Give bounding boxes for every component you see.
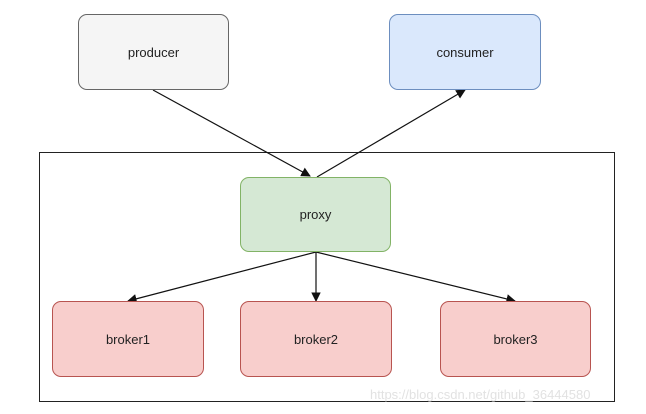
proxy-node: proxy [240,177,391,252]
broker2-label: broker2 [293,331,339,347]
cluster-boundary [39,152,615,402]
producer-label: producer [127,44,180,60]
consumer-label: consumer [436,44,494,60]
broker2-node: broker2 [240,301,392,377]
producer-node: producer [78,14,229,90]
proxy-label: proxy [299,207,332,222]
edge-proxy-to-broker1 [127,251,317,304]
consumer-node: consumer [389,14,541,90]
broker3-label: broker3 [493,331,538,347]
edge-producer-to-proxy [152,89,311,177]
watermark-text: https://blog.csdn.net/github_36444580 [370,387,591,402]
broker3-node: broker3 [440,301,591,377]
edge-proxy-to-broker3 [315,251,516,304]
edge-proxy-to-consumer [316,89,466,178]
broker1-label: broker1 [105,331,151,347]
broker1-node: broker1 [52,301,204,377]
